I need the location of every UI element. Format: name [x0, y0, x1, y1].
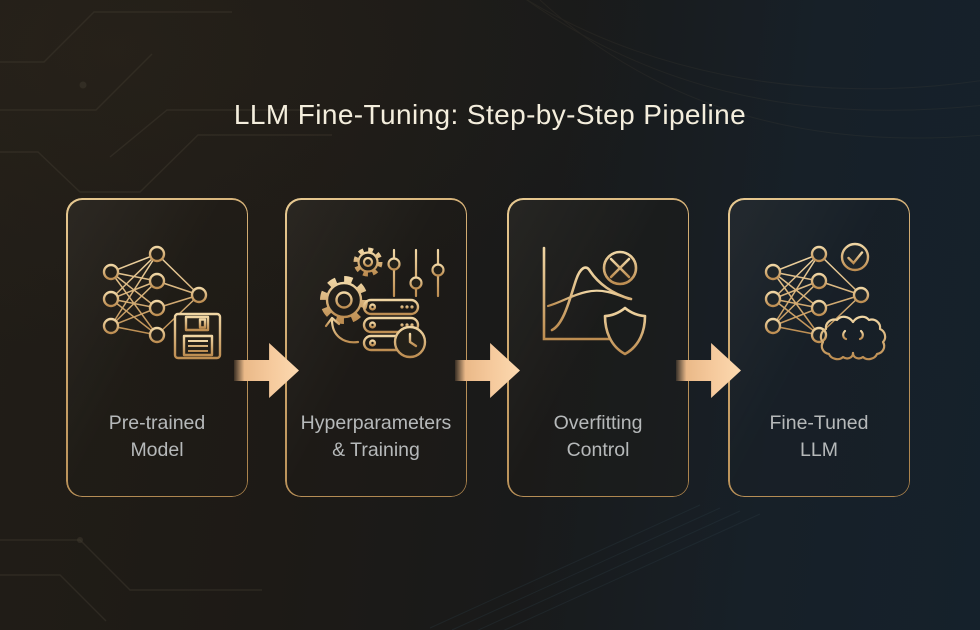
card-label-line1: Fine-Tuned [769, 412, 869, 434]
step-card-pretrained-model: Pre-trained Model [66, 198, 248, 497]
step-card-hyperparameters-training: Hyperparameters & Training [285, 198, 467, 497]
step-card-finetuned-llm: Fine-Tuned LLM [728, 198, 910, 497]
step-card-overfitting-control: Overfitting Control [507, 198, 689, 497]
card-label-line2: & Training [332, 439, 420, 461]
page-title: LLM Fine-Tuning: Step-by-Step Pipeline [233, 99, 747, 130]
gears-sliders-server-clock-icon [306, 238, 446, 368]
loss-curve-x-shield-icon [528, 238, 668, 368]
card-label-line1: Hyperparameters [300, 412, 452, 434]
neural-network-check-brain-icon [749, 238, 889, 368]
card-label-line2: Model [130, 439, 184, 461]
neural-network-floppy-icon [87, 238, 227, 368]
card-label-line1: Pre-trained [108, 412, 206, 434]
card-label: Fine-Tuned LLM [770, 410, 869, 464]
card-label: Pre-trained Model [109, 410, 205, 464]
card-label-line1: Overfitting [553, 412, 643, 434]
card-label: Overfitting Control [554, 410, 643, 464]
card-label-line2: Control [566, 439, 630, 461]
card-label-line2: LLM [800, 439, 838, 461]
card-label: Hyperparameters & Training [301, 410, 452, 464]
